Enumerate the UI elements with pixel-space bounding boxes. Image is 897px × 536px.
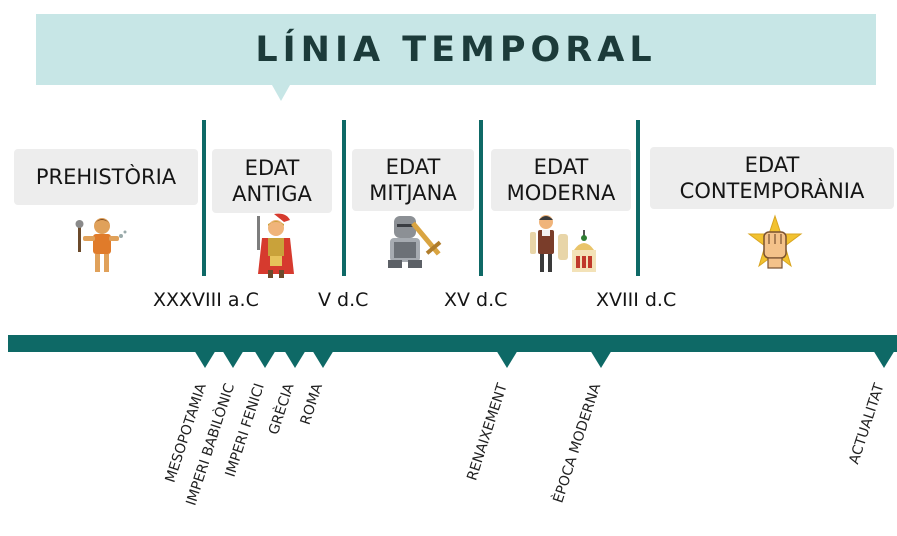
- caveman-icon: [75, 218, 127, 272]
- era-divider: [479, 120, 483, 276]
- timeline-axis: [8, 335, 897, 352]
- date-label: XV d.C: [444, 289, 508, 311]
- explorer-icon: [530, 215, 596, 272]
- era-divider: [342, 120, 346, 276]
- event-marker: [194, 350, 216, 368]
- era-label-edat-contemporania: EDAT CONTEMPORÀNIA: [650, 147, 894, 209]
- event-marker: [284, 350, 306, 368]
- event-label: ROMA: [297, 381, 326, 427]
- title-pointer: [272, 85, 290, 101]
- event-label: GRÈCIA: [266, 381, 298, 437]
- event-marker: [312, 350, 334, 368]
- roman-soldier-icon: [257, 213, 294, 278]
- event-label: ACTUALITAT: [846, 381, 888, 467]
- date-label: XVIII d.C: [596, 289, 677, 311]
- era-divider: [202, 120, 206, 276]
- era-label-edat-mitjana: EDAT MITJANA: [352, 149, 474, 211]
- event-marker: [873, 350, 895, 368]
- date-label: V d.C: [318, 289, 369, 311]
- title-banner: [36, 14, 876, 85]
- raised-fist-icon: [747, 214, 803, 269]
- event-marker: [254, 350, 276, 368]
- event-label: ÈPOCA MODERNA: [550, 381, 605, 505]
- event-marker: [590, 350, 612, 368]
- event-marker: [496, 350, 518, 368]
- event-label: RENAIXEMENT: [464, 381, 511, 483]
- page-title: LÍNIA TEMPORAL: [255, 29, 657, 70]
- era-label-edat-antiga: EDAT ANTIGA: [212, 149, 332, 213]
- knight-icon: [388, 216, 442, 268]
- event-marker: [222, 350, 244, 368]
- era-label-prehistoria: PREHISTÒRIA: [14, 149, 198, 205]
- era-divider: [636, 120, 640, 276]
- date-label: XXXVIII a.C: [153, 289, 259, 311]
- era-label-edat-moderna: EDAT MODERNA: [491, 149, 631, 211]
